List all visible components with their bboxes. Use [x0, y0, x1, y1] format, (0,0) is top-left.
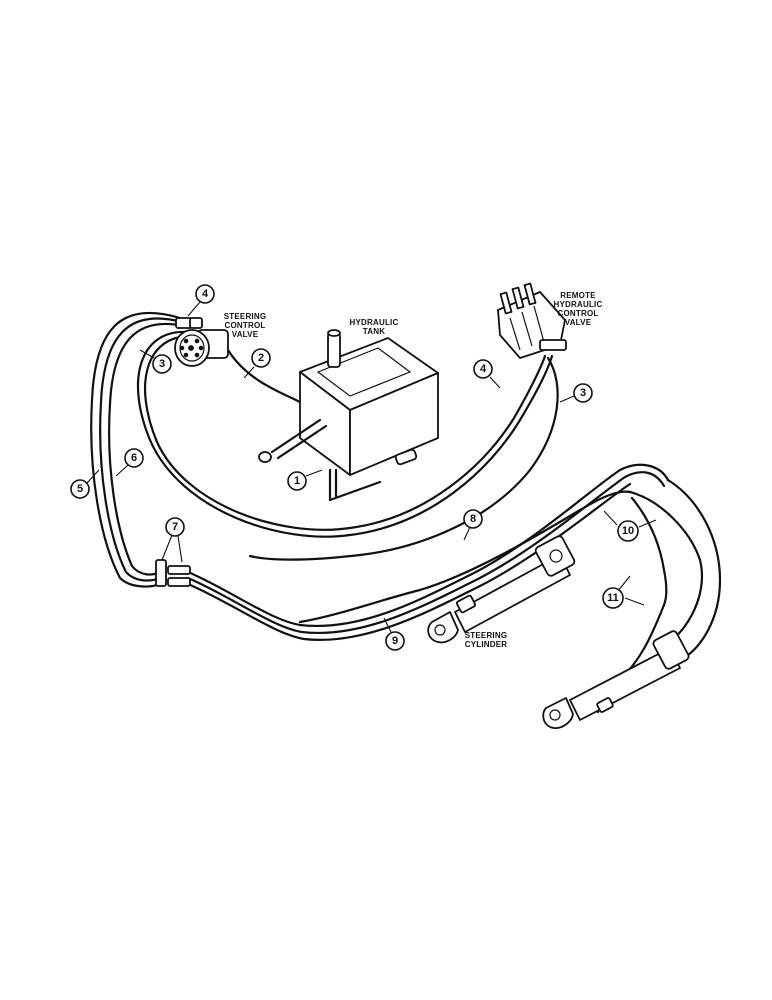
hydraulic-tank: [258, 329, 439, 502]
callout-9: 9: [383, 617, 405, 651]
svg-text:9: 9: [392, 635, 398, 647]
svg-text:7: 7: [172, 521, 178, 533]
steering-control-valve: [174, 317, 229, 367]
callout-10: 10: [603, 510, 657, 542]
svg-text:3: 3: [580, 387, 586, 399]
hose-bundle-left-loop: [90, 311, 554, 588]
svg-text:VALVE: VALVE: [232, 330, 259, 339]
svg-text:TANK: TANK: [363, 327, 385, 336]
svg-text:STEERING: STEERING: [224, 312, 267, 321]
svg-text:8: 8: [470, 513, 476, 525]
svg-text:4: 4: [202, 288, 209, 300]
hose-3-right: [248, 356, 559, 561]
callout-11: 11: [602, 575, 645, 609]
svg-text:6: 6: [131, 452, 137, 464]
svg-text:VALVE: VALVE: [565, 318, 592, 327]
label-steering-cylinder: STEERING CYLINDER: [465, 631, 508, 649]
steering-cylinder-upper: [427, 535, 576, 644]
svg-text:2: 2: [258, 352, 264, 364]
hose-8-9-bundle: [186, 463, 670, 641]
callout-4-mid: 4: [473, 359, 501, 389]
callout-2: 2: [243, 348, 271, 379]
label-steering-control-valve: STEERING CONTROL VALVE: [224, 312, 267, 339]
callout-3-right: 3: [559, 383, 593, 403]
svg-text:10: 10: [622, 525, 634, 537]
callout-6: 6: [115, 448, 144, 477]
label-remote-hydraulic-control-valve: REMOTE HYDRAULIC CONTROL VALVE: [554, 291, 603, 327]
svg-text:STEERING: STEERING: [465, 631, 508, 640]
fitting-7: [155, 559, 191, 587]
callout-7: 7: [161, 517, 185, 563]
svg-text:3: 3: [159, 358, 165, 370]
svg-text:11: 11: [607, 592, 619, 604]
callout-1: 1: [287, 469, 323, 491]
svg-text:CONTROL: CONTROL: [558, 309, 599, 318]
remote-hydraulic-control-valve: [497, 282, 567, 359]
svg-text:CONTROL: CONTROL: [225, 321, 266, 330]
svg-text:5: 5: [77, 483, 83, 495]
steering-cylinder-lower: [542, 630, 690, 729]
svg-text:HYDRAULIC: HYDRAULIC: [350, 318, 399, 327]
svg-text:4: 4: [480, 363, 487, 375]
svg-text:REMOTE: REMOTE: [560, 291, 596, 300]
callout-5: 5: [70, 469, 100, 499]
callout-4-top: 4: [187, 284, 215, 317]
svg-text:HYDRAULIC: HYDRAULIC: [554, 300, 603, 309]
callout-3-left: 3: [139, 349, 172, 374]
label-hydraulic-tank: HYDRAULIC TANK: [350, 318, 399, 336]
callout-8: 8: [463, 509, 483, 541]
svg-text:CYLINDER: CYLINDER: [465, 640, 508, 649]
svg-text:1: 1: [294, 475, 300, 487]
